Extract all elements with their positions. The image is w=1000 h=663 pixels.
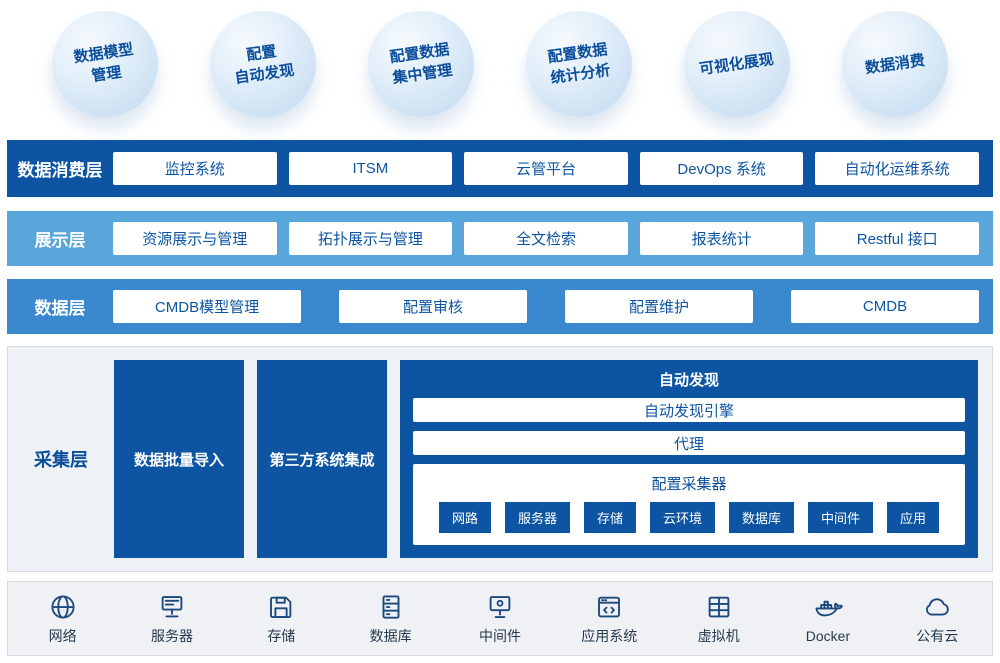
- infra-label: 存储: [267, 627, 296, 644]
- infra-item-public-cloud: 公有云: [907, 592, 967, 646]
- infra-label: 数据库: [369, 627, 412, 644]
- display-item-resource: 资源展示与管理: [113, 222, 277, 255]
- display-item-restful-api: Restful 接口: [815, 222, 979, 255]
- application-icon: [598, 596, 621, 617]
- bubble-central-mgmt: 配置数据 集中管理: [368, 11, 474, 117]
- bubble-label: 配置数据 集中管理: [388, 41, 454, 87]
- bubble-label: 可视化展现: [698, 50, 776, 78]
- database-icon: [382, 594, 400, 619]
- bubble-auto-discovery: 配置 自动发现: [210, 11, 316, 117]
- infra-label: 应用系统: [581, 627, 638, 644]
- consumption-item-itsm: ITSM: [288, 152, 453, 185]
- cloud-icon: [926, 597, 950, 615]
- bubble-data-consumption: 数据消费: [842, 11, 948, 117]
- consumption-item-automation-ops: 自动化运维系统: [815, 152, 979, 185]
- consumption-item-cloud-mgmt: 云管平台: [464, 152, 628, 185]
- infra-label: Docker: [805, 627, 851, 644]
- layer-collection-label: 采集层: [34, 450, 88, 470]
- collector-item-middleware: 中间件: [808, 502, 874, 533]
- consumption-item-monitoring: 监控系统: [113, 152, 277, 185]
- server-icon: [161, 595, 183, 617]
- infra-item-database: 数据库: [361, 592, 421, 646]
- data-item-config-maintain: 配置维护: [565, 290, 753, 323]
- infra-label: 虚拟机: [697, 627, 740, 644]
- infra-label: 中间件: [478, 627, 521, 644]
- infra-item-middleware: 中间件: [470, 592, 530, 646]
- consumption-item-devops: DevOps 系统: [639, 152, 804, 185]
- collector-item-network: 网路: [438, 502, 491, 533]
- layer-consumption-items: 监控系统 ITSM 云管平台 DevOps 系统 自动化运维系统: [113, 152, 993, 185]
- bubble-label: 配置 自动发现: [233, 43, 296, 87]
- agent-bar: 代理: [413, 431, 965, 455]
- bubble-data-model: 数据模型 管理: [52, 11, 158, 117]
- infra-item-network: 网络: [33, 592, 93, 646]
- config-collector-title: 配置采集器: [651, 476, 727, 493]
- bubble-label: 数据消费: [864, 51, 926, 77]
- block-batch-import: 数据批量导入: [114, 360, 244, 558]
- layer-consumption-label: 数据消费层: [17, 161, 103, 180]
- display-item-topology: 拓扑展示与管理: [288, 222, 453, 255]
- docker-icon: [815, 600, 843, 616]
- infra-label: 网络: [48, 627, 77, 644]
- auto-discovery-title: 自动发现: [658, 372, 719, 389]
- display-item-report: 报表统计: [639, 222, 804, 255]
- data-item-cmdb-model: CMDB模型管理: [113, 290, 301, 323]
- layer-data-label: 数据层: [34, 299, 86, 318]
- layer-consumption: 数据消费层 监控系统 ITSM 云管平台 DevOps 系统 自动化运维系统: [7, 140, 993, 197]
- bubble-stat-analysis: 配置数据 统计分析: [526, 11, 632, 117]
- collector-item-database: 数据库: [729, 502, 795, 533]
- auto-discovery-engine-bar: 自动发现引擎: [413, 398, 965, 422]
- data-item-config-audit: 配置审核: [339, 290, 527, 323]
- data-item-cmdb: CMDB: [791, 290, 979, 323]
- config-collector-panel: 配置采集器 网路 服务器 存储 云环境 数据库 中间件 应用: [413, 464, 965, 545]
- layer-display: 展示层 资源展示与管理 拓扑展示与管理 全文检索 报表统计 Restful 接口: [7, 211, 993, 266]
- layer-display-label: 展示层: [34, 231, 86, 250]
- collector-item-application: 应用: [887, 502, 940, 533]
- collector-item-server: 服务器: [504, 502, 570, 533]
- auto-discovery-panel: 自动发现 自动发现引擎 代理 配置采集器 网路 服务器 存储 云环境 数据库 中…: [400, 360, 978, 558]
- infra-label: 服务器: [150, 627, 193, 644]
- layer-data: 数据层 CMDB模型管理 配置审核 配置维护 CMDB: [7, 279, 993, 334]
- config-collector-items: 网路 服务器 存储 云环境 数据库 中间件 应用: [413, 502, 965, 545]
- infra-item-application: 应用系统: [579, 592, 639, 646]
- middleware-icon: [489, 595, 511, 618]
- layer-collection: 采集层 数据批量导入 第三方系统集成 自动发现 自动发现引擎 代理 配置采集器 …: [7, 346, 993, 572]
- bubble-label: 配置数据 统计分析: [546, 41, 612, 87]
- capability-bubbles: 数据模型 管理 配置 自动发现 配置数据 集中管理 配置数据 统计分析 可视化展…: [52, 8, 948, 120]
- infra-item-storage: 存储: [251, 592, 311, 646]
- layer-display-items: 资源展示与管理 拓扑展示与管理 全文检索 报表统计 Restful 接口: [113, 222, 993, 255]
- collector-item-cloud-env: 云环境: [649, 502, 715, 533]
- block-third-party-integration: 第三方系统集成: [257, 360, 387, 558]
- infra-label: 公有云: [916, 627, 959, 644]
- storage-icon: [270, 596, 292, 618]
- infra-item-server: 服务器: [142, 592, 202, 646]
- display-item-fulltext-search: 全文检索: [464, 222, 628, 255]
- collector-item-storage: 存储: [583, 502, 636, 533]
- network-icon: [51, 594, 75, 619]
- infra-item-vm: 虚拟机: [689, 592, 749, 646]
- infra-item-docker: Docker: [798, 594, 858, 644]
- infrastructure-bar: 网络 服务器 存储 数据库 中间件: [7, 581, 993, 656]
- vm-icon: [708, 596, 729, 617]
- bubble-label: 数据模型 管理: [72, 41, 135, 85]
- bubble-visualization: 可视化展现: [684, 11, 790, 117]
- layer-data-items: CMDB模型管理 配置审核 配置维护 CMDB: [113, 290, 993, 323]
